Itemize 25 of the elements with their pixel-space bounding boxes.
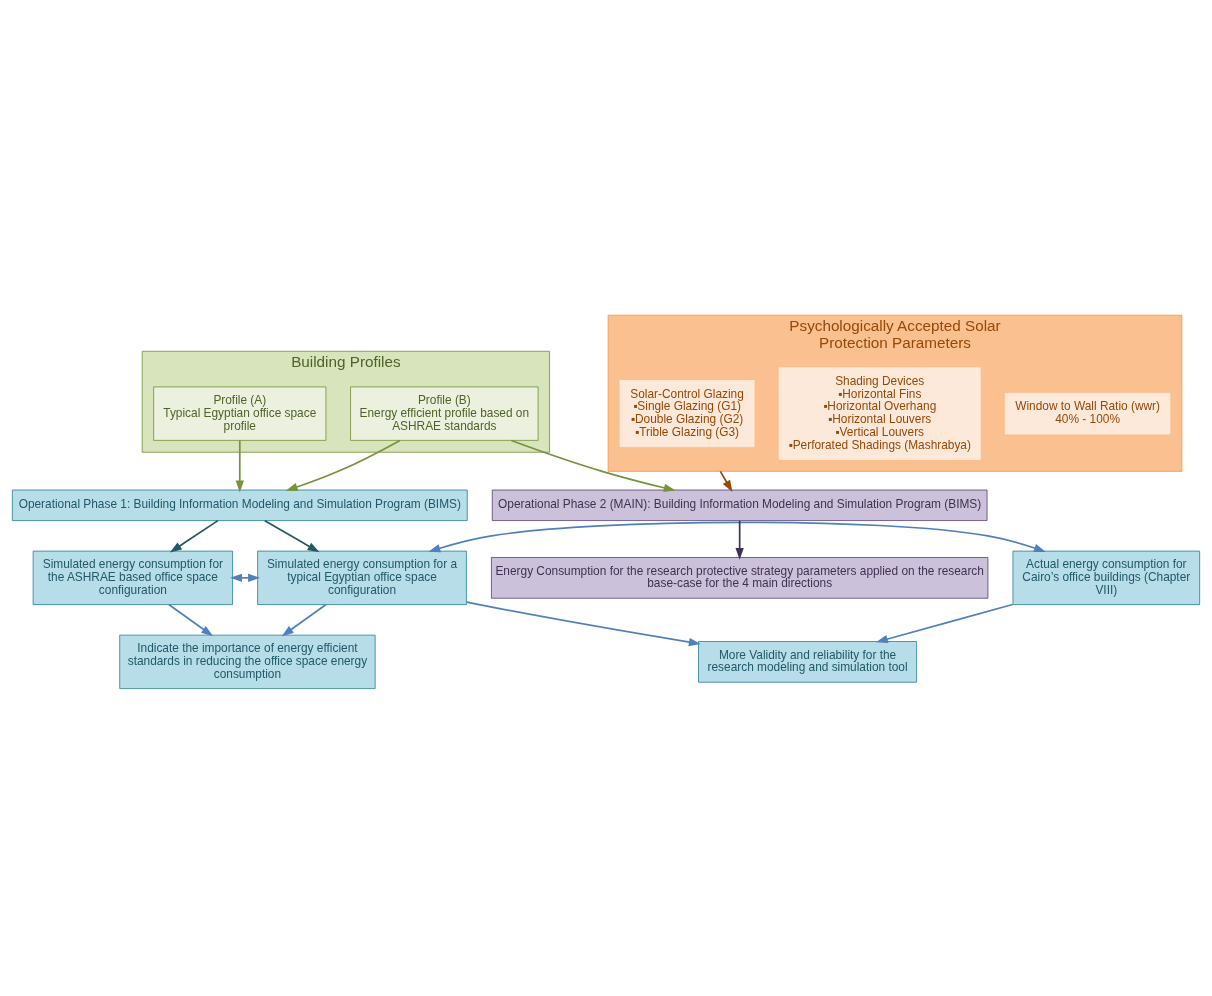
node-box: Energy Consumption for the research protective strategy parameters applied on the research base-case for the 4 main directions [491,556,989,599]
arrow [875,603,1014,643]
arrow [428,521,1046,552]
node-box: Solar-Control Glazing ▪Single Glazing (G1) ▪Double Glazing (G2) ▪Trible Glazing (G3) [619,379,755,447]
node-box: More Validity and reliability for the research modeling and simulation tool [698,640,918,683]
arrow [285,439,401,491]
node-box: Profile (B) Energy efficient profile based on ASHRAE standards [350,385,539,441]
arrow [168,603,214,636]
node-box: Indicate the importance of energy efficient standards in reducing the office space energy consumption [119,634,376,689]
arrow [281,603,327,636]
arrow [465,600,701,646]
node-box: Operational Phase 1: Building Information Modeling and Simulation Program (BIMS) [11,489,468,521]
node-box: Profile (A) Typical Egyptian office space profile [153,385,327,441]
node-box: Simulated energy consumption for a typical Egyptian office space configuration [257,550,467,605]
arrow [263,519,320,552]
node-box: Window to Wall Ratio (wwr) 40% - 100% [1004,392,1171,434]
arrow [230,573,260,582]
node-box: Shading Devices ▪Horizontal Fins ▪Horizontal Overhang ▪Horizontal Louvers ▪Vertical Louvers ▪Perforated Shadings (Mashrabya) [778,366,981,460]
node-box: Simulated energy consumption for the ASHRAE based office space configuration [32,550,233,605]
arrow [719,470,733,492]
node-box: Operational Phase 2 (MAIN): Building Information Modeling and Simulation Program (BIMS) [491,489,988,521]
arrow [235,439,244,493]
node-box: Actual energy consumption for Cairo’s office buildings (Chapter VIII) [1012,550,1201,605]
arrow [169,519,219,552]
arrow [735,519,744,560]
